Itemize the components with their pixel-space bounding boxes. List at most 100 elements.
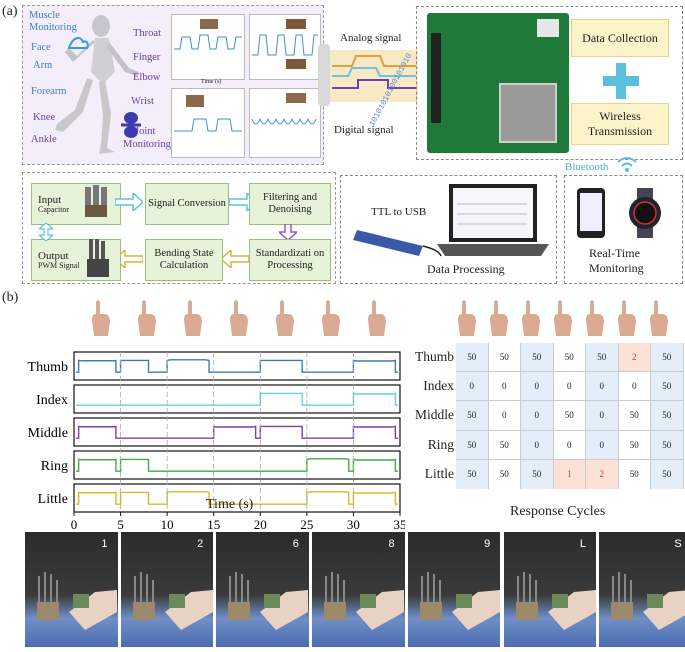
table-row-label: Middle [415, 407, 454, 423]
pcb-board [427, 13, 569, 153]
real-time-panel: Real-Time Monitoring [564, 175, 683, 284]
input-label: Input [38, 193, 62, 206]
table-row-label: Thumb [415, 349, 454, 364]
real-time-label: Real-Time [589, 246, 640, 260]
usb-adapter-icon [353, 230, 442, 257]
gesture-row-left [80, 298, 400, 338]
data-collection-box: Data Collection [571, 19, 669, 57]
table-cell: 50 [586, 343, 619, 373]
label-joint-monitoring: Monitoring [123, 139, 171, 150]
photo-label: 9 [484, 538, 491, 550]
label-face: Face [31, 42, 51, 53]
table-cell: 0 [488, 401, 521, 431]
label-elbow: Elbow [133, 72, 161, 83]
table-cell: 50 [488, 343, 521, 373]
label-wrist: Wrist [131, 96, 154, 107]
gesture-photo: 2 [120, 532, 214, 647]
row-frame [73, 417, 401, 447]
table-cell: 50 [651, 401, 684, 431]
mini-plot-throat [171, 14, 245, 80]
x-tick-label: 0 [71, 517, 78, 532]
gesture-photo: 1 [25, 532, 118, 647]
label-forearm: Forearm [31, 86, 67, 97]
laptop-icon [437, 184, 549, 256]
table-cell: 50 [553, 401, 586, 431]
table-cell: 50 [651, 343, 684, 373]
gesture-photo: L [503, 532, 596, 647]
table-cell: 50 [488, 459, 521, 489]
x-tick-label: 5 [117, 517, 124, 532]
signal-line-little [76, 491, 398, 505]
gesture-row-right [452, 298, 684, 338]
hand-gesture-icon [322, 300, 340, 336]
hand-gesture-icon [490, 300, 508, 336]
label-throat: Throat [133, 28, 161, 39]
table-cell: 0 [553, 372, 586, 402]
gesture-photo: 6 [216, 532, 309, 647]
row-frame [73, 384, 401, 414]
hand-gesture-icon [138, 300, 156, 336]
hand-gesture-icon [92, 300, 110, 336]
table-cell: 50 [651, 372, 684, 402]
table-cell: 2 [618, 343, 651, 373]
panel-b-label: (b) [2, 290, 19, 305]
mini-plot-elbow [171, 88, 245, 158]
output-sub: PWM Signal [38, 260, 80, 270]
table-row-label: Little [424, 465, 454, 481]
bluetooth-label: Bluetooth [565, 161, 609, 173]
table-row-label: Index [423, 378, 454, 394]
table-cell: 50 [456, 401, 489, 431]
row-label-little: Little [38, 492, 68, 507]
hand-gesture-icon [554, 300, 572, 336]
table-cell: 50 [553, 343, 586, 373]
table-cell: 0 [586, 430, 619, 460]
filtering-box: Filtering and Denoising [249, 183, 331, 225]
phone-icon [577, 188, 605, 238]
table-cell: 50 [456, 459, 489, 489]
signal-line-thumb [76, 359, 398, 373]
row-frame [73, 450, 401, 480]
hand-gesture-icon [618, 300, 636, 336]
runner-figure-icon [55, 15, 139, 154]
label-muscle: Muscle [29, 10, 60, 21]
hand-gesture-icon [650, 300, 668, 336]
gesture-photo: 9 [407, 532, 501, 647]
table-cell: 1 [553, 459, 586, 489]
x-tick-label: 10 [161, 517, 174, 532]
table-cell: 0 [586, 372, 619, 402]
mini-plot-finger [249, 14, 321, 80]
hand-gesture-icon [586, 300, 604, 336]
table-cell: 50 [651, 459, 684, 489]
table-cell: 50 [521, 459, 554, 489]
arrow-updown [39, 223, 53, 241]
table-row-label: Ring [427, 436, 454, 452]
gripper-icon [85, 185, 107, 217]
table-cell: 0 [456, 372, 489, 402]
analog-signal-label: Analog signal [340, 32, 402, 44]
table-cell: 0 [521, 401, 554, 431]
output-label: Output [38, 249, 69, 262]
monitoring-label: Monitoring [589, 261, 644, 275]
data-processing-label: Data Processing [427, 262, 505, 276]
table-cell: 0 [618, 372, 651, 402]
signal-conversion-box: Signal Conversion [145, 183, 229, 225]
data-processing-panel: TTL to USB Data Processing [340, 175, 557, 284]
response-cycles-label: Response Cycles [510, 504, 606, 519]
wifi-signal-icon [617, 157, 637, 172]
photo-label: S [674, 538, 682, 550]
hand-gesture-icon [230, 300, 248, 336]
row-frame [73, 351, 401, 381]
signal-cable [318, 44, 418, 106]
robot-hand-icon [87, 239, 109, 277]
hand-gesture-icon [276, 300, 294, 336]
photo-label: 8 [388, 538, 395, 550]
gesture-photo: 8 [312, 532, 405, 647]
label-arm: Arm [33, 60, 53, 71]
x-tick-label: 25 [300, 517, 313, 532]
input-sub: Capacitor [38, 204, 70, 214]
table-cell: 0 [553, 430, 586, 460]
chart-xlabel: Time (s) [206, 497, 254, 512]
x-tick-label: 35 [394, 517, 406, 532]
